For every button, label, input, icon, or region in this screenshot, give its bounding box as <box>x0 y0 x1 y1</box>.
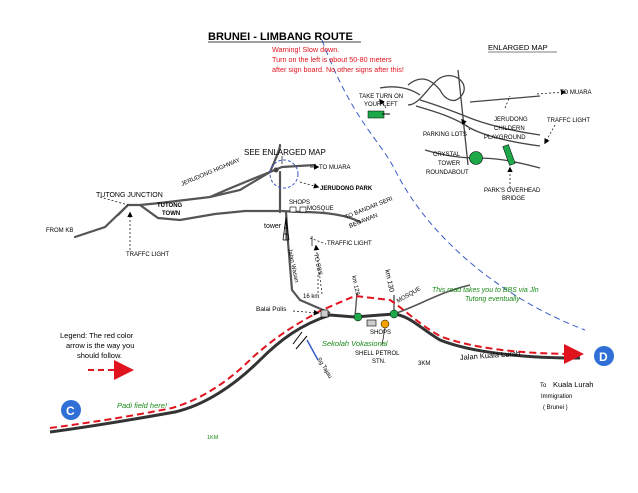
km129-roundabout <box>353 312 363 322</box>
enlarged-map-label: ENLARGED MAP <box>488 43 548 52</box>
road-to-bbs <box>393 284 471 315</box>
label-tutong-junction: TUTONG JUNCTION <box>96 192 163 199</box>
label-jerudong-highway: JERUDONG HIGHWAY <box>180 158 241 188</box>
km130-roundabout <box>389 309 399 319</box>
label-padi-field: Padi field here! <box>117 401 168 410</box>
label-parks-bridge-2: BRIDGE <box>502 196 525 202</box>
label-tutong-town-2: TOWN <box>162 211 180 217</box>
label-km129: km 129 <box>350 275 360 296</box>
label-take-turn-2: YOUR LEFT <box>364 102 398 108</box>
legend-line-3: should follow. <box>77 351 122 360</box>
marker-d-label: D <box>599 350 608 364</box>
label-jalan-kuala-lurah: Jalan Kuala Lurah <box>460 349 521 362</box>
jerudong-roundabout <box>273 167 279 173</box>
label-mosque-bottom: MOSQUE <box>396 286 422 305</box>
label-mosque-top: MOSQUE <box>307 206 334 212</box>
label-shell-2: STN. <box>372 359 386 365</box>
warning-line-3: after sign board. No other signs after t… <box>272 65 404 74</box>
marker-c-label: C <box>66 404 75 418</box>
label-1km: 1KM <box>207 435 219 441</box>
label-immigration: Immigration <box>541 394 572 400</box>
enlarged-map-roads <box>379 69 541 169</box>
tower-icon <box>282 216 290 241</box>
label-sg-tajau: Sg Tajau <box>315 357 332 380</box>
bbs-note-2: Tutong eventually <box>465 296 520 303</box>
lower-main-road <box>49 312 581 434</box>
legend-line-1: Legend: The red color <box>60 331 134 340</box>
label-kuala-lurah: Kuala Lurah <box>553 380 593 389</box>
shops-bottom-icon <box>366 319 377 327</box>
label-tutong-town-1: TUTONG <box>157 203 183 209</box>
label-to-bbs: TO BBS <box>312 253 322 276</box>
label-jalan-wasan: Jalan Wasan <box>286 248 299 283</box>
label-shell-1: SHELL PETROL <box>355 351 400 357</box>
label-traffic-light-mid: TRAFFIC LIGHT <box>327 241 372 247</box>
label-traffic-light-left: TRAFFC LIGHT <box>126 252 169 258</box>
sg-tajau-river <box>306 339 319 361</box>
warning-line-1: Warning! Slow down. <box>272 45 339 54</box>
marker-d <box>594 346 614 366</box>
label-brunei: ( Brunei ) <box>543 405 568 411</box>
parks-overhead-bridge <box>502 144 516 166</box>
label-to: To <box>540 383 547 389</box>
shops-top-icon <box>289 206 297 213</box>
turn-sign <box>367 110 385 119</box>
label-3km: 3KM <box>418 361 430 367</box>
mosque-top-icon <box>299 206 307 213</box>
balai-polis-icon <box>320 309 329 318</box>
bridge-icon <box>292 331 308 350</box>
enlarged-map-boundary <box>321 39 586 331</box>
label-parks-bridge-1: PARK'S OVERHEAD <box>484 188 541 194</box>
label-crystal-3: ROUNDABOUT <box>426 170 469 176</box>
label-balai-polis: Balai Polis <box>256 306 287 313</box>
warning-line-2: Turn on the left is about 50-80 meters <box>272 55 392 64</box>
label-to-muara-mid: TO MUARA <box>319 165 351 171</box>
label-crystal-2: TOWER <box>438 161 461 167</box>
label-to-muara-top: TO MUARA <box>560 90 592 96</box>
see-enlarged-circle <box>269 159 299 189</box>
crystal-tower-roundabout <box>469 151 483 165</box>
shell-icon <box>380 319 390 329</box>
label-take-turn-1: TAKE TURN ON <box>359 94 403 100</box>
label-shops-top: SHOPS <box>289 200 310 206</box>
jalan-wasan-road <box>286 241 331 315</box>
map-title: BRUNEI - LIMBANG ROUTE <box>208 31 353 43</box>
label-playground-1: JERUDONG <box>494 117 528 123</box>
legend-line-2: arrow is the way you <box>66 341 134 350</box>
label-jerudong-park: JERUDONG PARK <box>320 186 373 192</box>
label-sekolah: Sekolah Vokasional <box>322 339 388 348</box>
label-crystal-1: CRYSTAL <box>433 152 461 158</box>
label-km130: km 130 <box>383 269 395 293</box>
label-parking-lots: PARKING LOTS <box>423 132 467 138</box>
label-playground-3: PLAYGROUND <box>484 135 526 141</box>
label-tower: tower <box>264 223 282 230</box>
label-shops-bottom: SHOPS <box>370 330 391 336</box>
label-traffic-light-right: TRAFFC LIGHT <box>547 118 590 124</box>
see-enlarged-map-label: SEE ENLARGED MAP <box>244 148 326 157</box>
label-from-kb: FROM KB <box>46 228 73 234</box>
label-playground-2: CHILDERN <box>494 126 525 132</box>
label-16km: 16 km <box>303 294 319 300</box>
marker-c <box>61 400 81 420</box>
bbs-note-1: This road takes you to BBS via Jln <box>432 287 539 294</box>
